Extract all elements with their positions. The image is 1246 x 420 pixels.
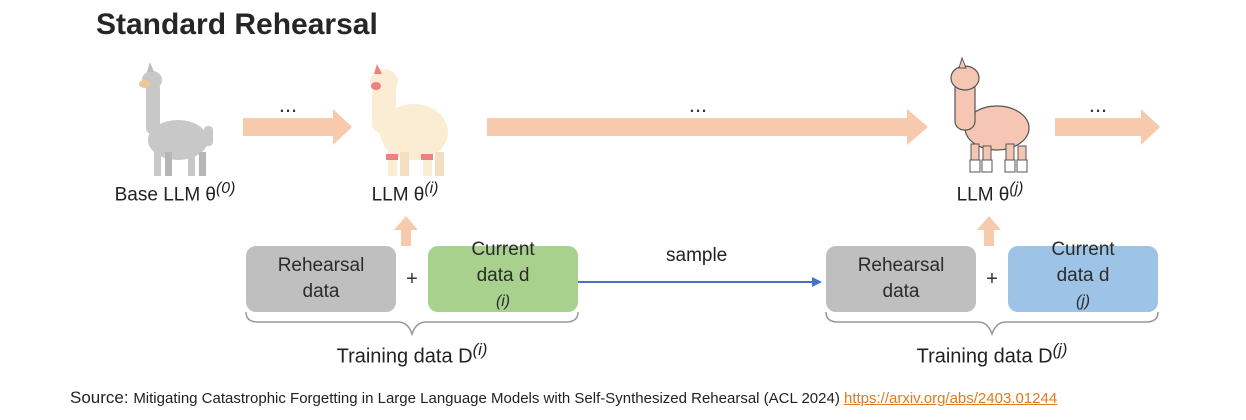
plus-sign-j: +: [986, 268, 998, 290]
sample-label: sample: [666, 245, 728, 266]
model-label-i: LLM θ(i): [371, 180, 439, 206]
progress-arrow-1: [243, 109, 352, 145]
brace-i: [245, 311, 579, 337]
cream-alpaca-icon: [370, 64, 448, 176]
diagram-title: Standard Rehearsal: [96, 8, 378, 41]
progress-arrow-3: [1055, 109, 1160, 145]
training-data-label-j: Training data D(j): [916, 340, 1068, 368]
ellipsis-3: ...: [1088, 92, 1108, 117]
up-arrow-i: [394, 216, 418, 246]
grey-llama-icon: [139, 62, 213, 176]
brace-j: [825, 311, 1159, 337]
progress-arrow-2: [487, 109, 928, 145]
ellipsis-2: ...: [688, 92, 708, 117]
training-data-label-i: Training data D(i): [336, 340, 488, 368]
source-link[interactable]: https://arxiv.org/abs/2403.01244: [843, 390, 1058, 407]
model-label-j: LLM θ(j): [956, 180, 1024, 206]
up-arrow-j: [977, 216, 1001, 246]
source-citation: Source: Mitigating Catastrophic Forgetti…: [70, 388, 1058, 407]
ellipsis-1: ...: [278, 92, 298, 117]
pink-alpaca-icon: [950, 56, 1030, 173]
sample-arrow: [578, 277, 822, 287]
model-label-base: Base LLM θ(0): [114, 180, 236, 206]
plus-sign-i: +: [406, 268, 418, 290]
